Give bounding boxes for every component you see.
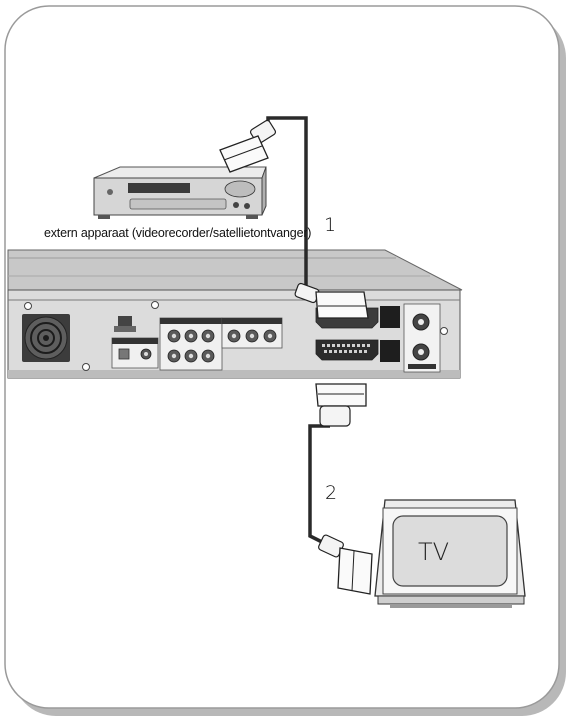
external-device-vcr — [93, 166, 267, 219]
external-device-caption: extern apparaat (videorecorder/satelliet… — [44, 226, 312, 240]
cable-2-number: 2 — [325, 482, 338, 504]
scart-plug-recorder-av1-icon — [315, 383, 367, 427]
scart-port-av2 — [315, 339, 379, 361]
tv-label: TV — [418, 538, 450, 566]
cable-1-number: 1 — [324, 214, 337, 236]
scart-plug-recorder-av2-icon — [294, 282, 369, 319]
cooling-fan-icon — [22, 314, 70, 362]
tv-set — [374, 499, 526, 608]
scart-cable-1 — [219, 116, 369, 319]
scart-plug-tv-icon — [318, 534, 373, 595]
scart-plug-top-icon — [219, 119, 277, 173]
dvd-recorder-rear — [7, 249, 463, 379]
scart-cable-2 — [308, 383, 373, 595]
